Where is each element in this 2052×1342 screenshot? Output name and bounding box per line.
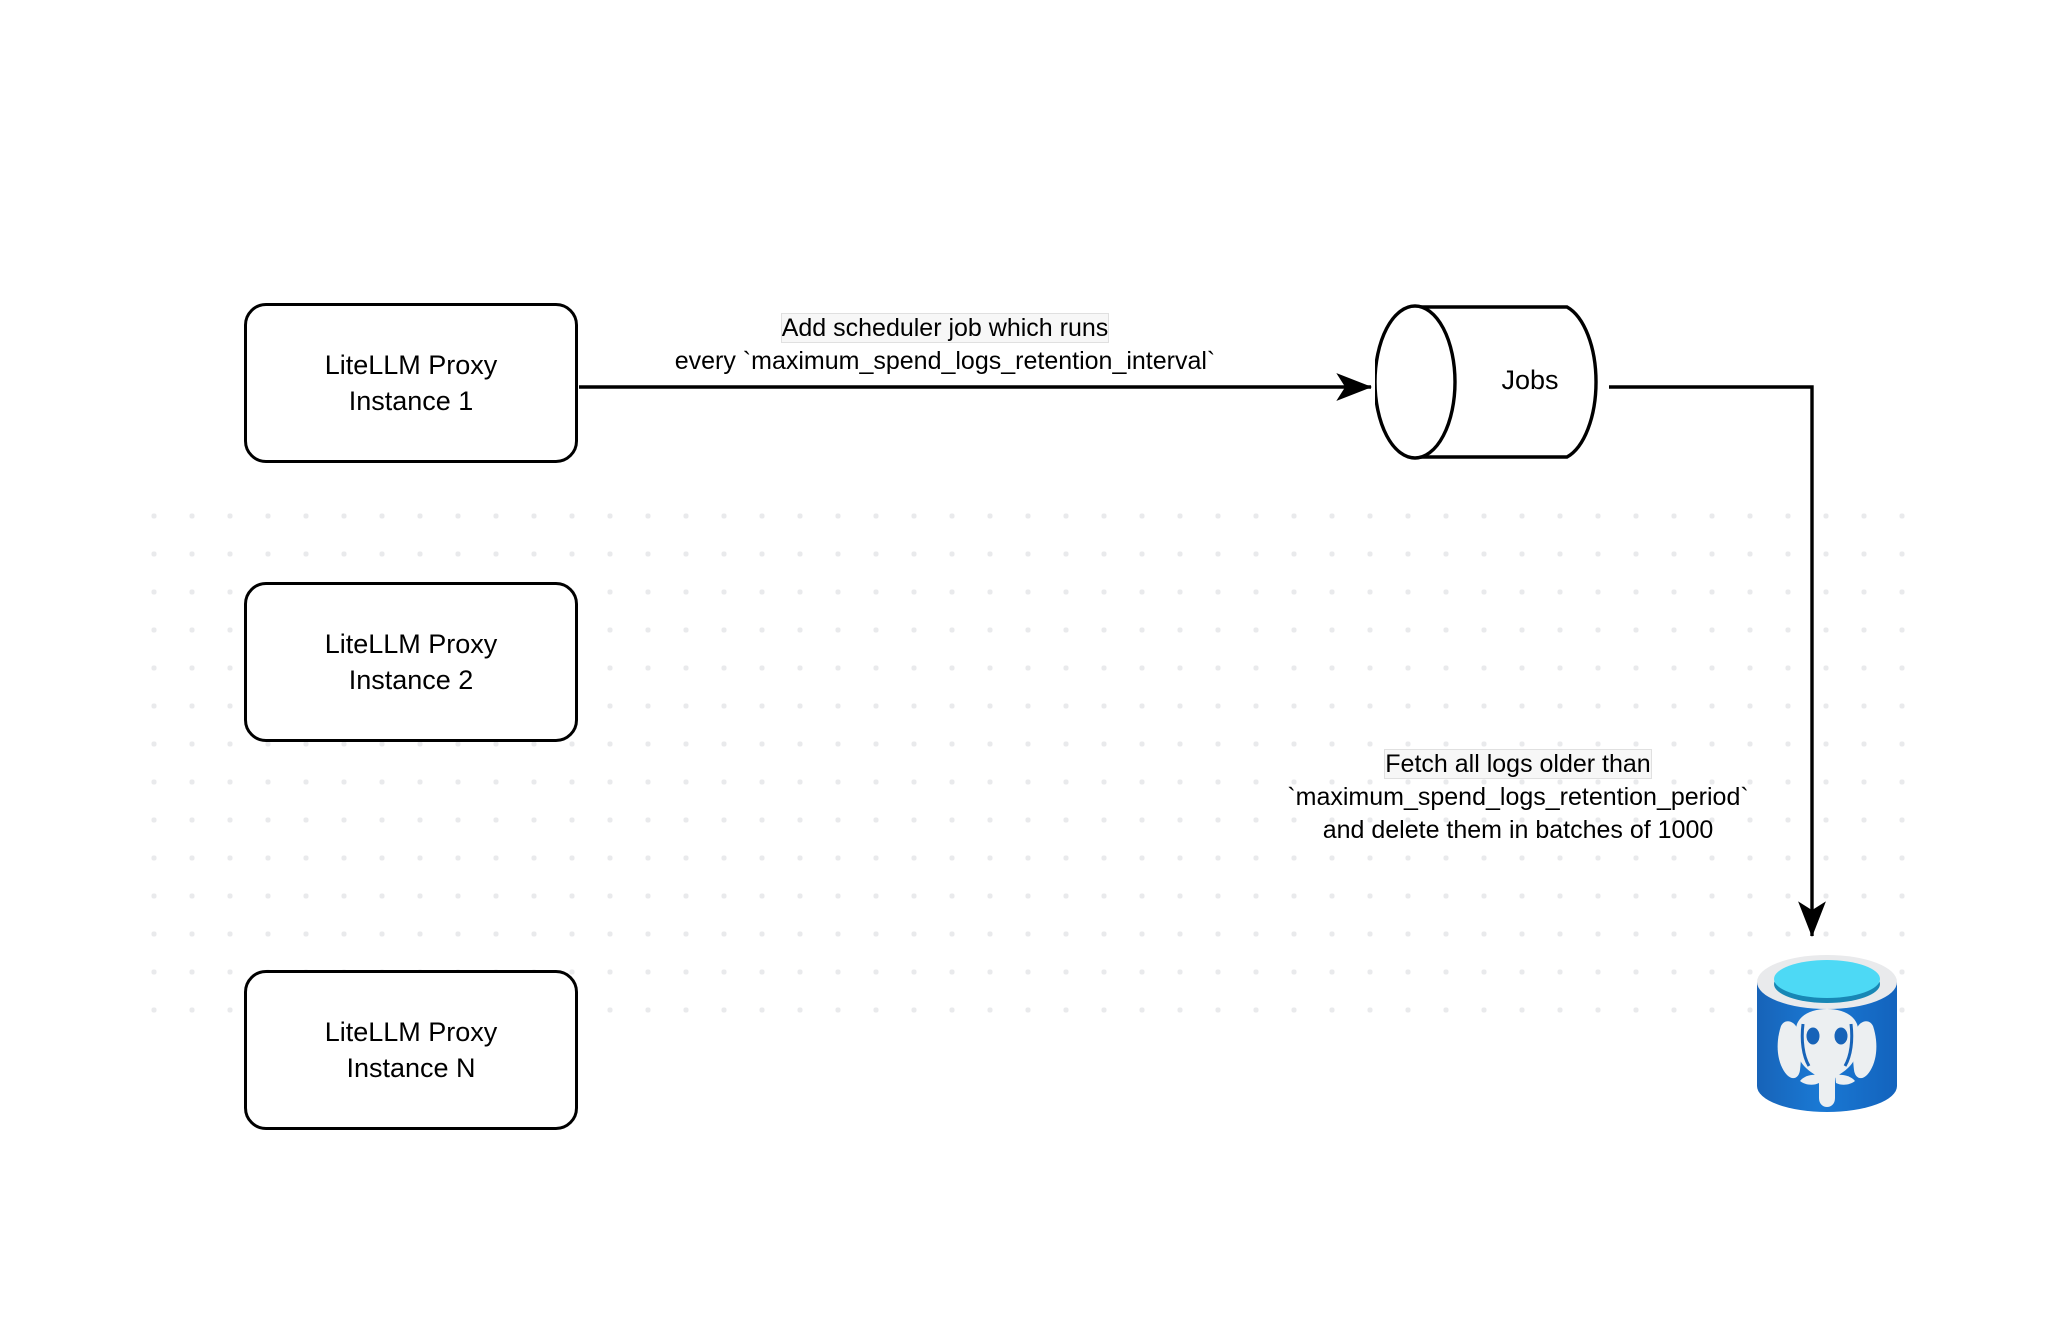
edge-label-line: Add scheduler job which runs — [781, 314, 1109, 342]
edge-label-line: every `maximum_spend_logs_retention_inte… — [674, 347, 1216, 375]
node-litellm-proxy-instance-2[interactable]: LiteLLM Proxy Instance 2 — [244, 582, 578, 742]
edge-label-scheduler: Add scheduler job which runs every `maxi… — [600, 312, 1290, 378]
edge-label-line: `maximum_spend_logs_retention_period` — [1287, 783, 1749, 811]
edge-fetch-delete-line — [1609, 385, 1826, 938]
node-label-line: LiteLLM Proxy — [324, 628, 498, 659]
edge-label-fetch-delete: Fetch all logs older than `maximum_spend… — [1238, 748, 1798, 847]
node-label-line: LiteLLM Proxy — [324, 1016, 498, 1047]
node-jobs-label: Jobs — [1501, 365, 1559, 395]
node-jobs-queue[interactable] — [1375, 302, 1607, 462]
node-label-line: Instance 1 — [348, 386, 474, 416]
node-litellm-proxy-instance-1[interactable]: LiteLLM Proxy Instance 1 — [244, 303, 578, 463]
postgresql-database-icon[interactable] — [1751, 948, 1903, 1120]
node-label-line: Instance N — [346, 1053, 476, 1083]
edge-label-line: and delete them in batches of 1000 — [1322, 816, 1714, 844]
edge-label-line: Fetch all logs older than — [1385, 750, 1651, 778]
node-label-line: LiteLLM Proxy — [324, 349, 498, 380]
node-label-line: Instance 2 — [348, 665, 474, 695]
node-litellm-proxy-instance-n[interactable]: LiteLLM Proxy Instance N — [244, 970, 578, 1130]
